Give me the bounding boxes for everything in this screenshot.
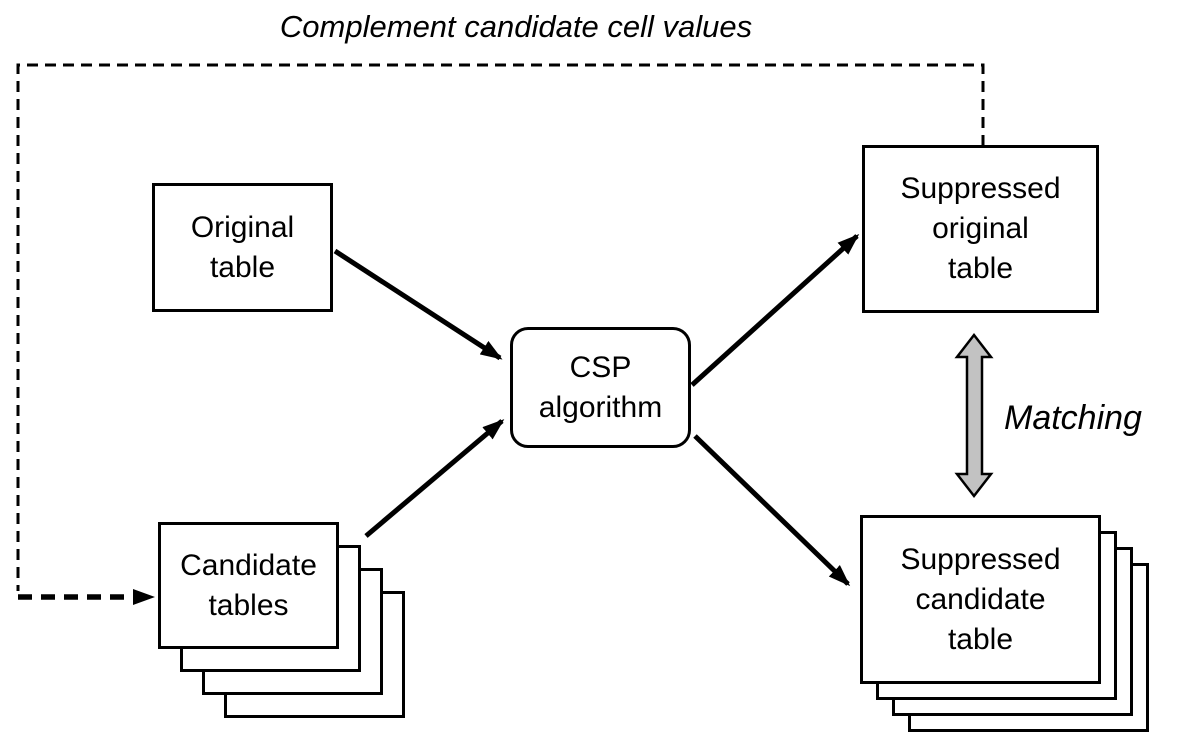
matching-double-arrow	[954, 332, 994, 499]
diagram-title: Complement candidate cell values	[279, 9, 753, 44]
edge-csp-to-suppressed-original-arrow	[690, 233, 860, 387]
complement-feedback-dashed-path	[16, 63, 985, 591]
edge-original-to-csp-arrow	[333, 248, 503, 361]
edge-csp-to-suppressed-candidate-arrow	[693, 434, 851, 587]
edge-candidate-to-csp-arrow	[364, 419, 505, 538]
matching-label: Matching	[1004, 399, 1142, 437]
